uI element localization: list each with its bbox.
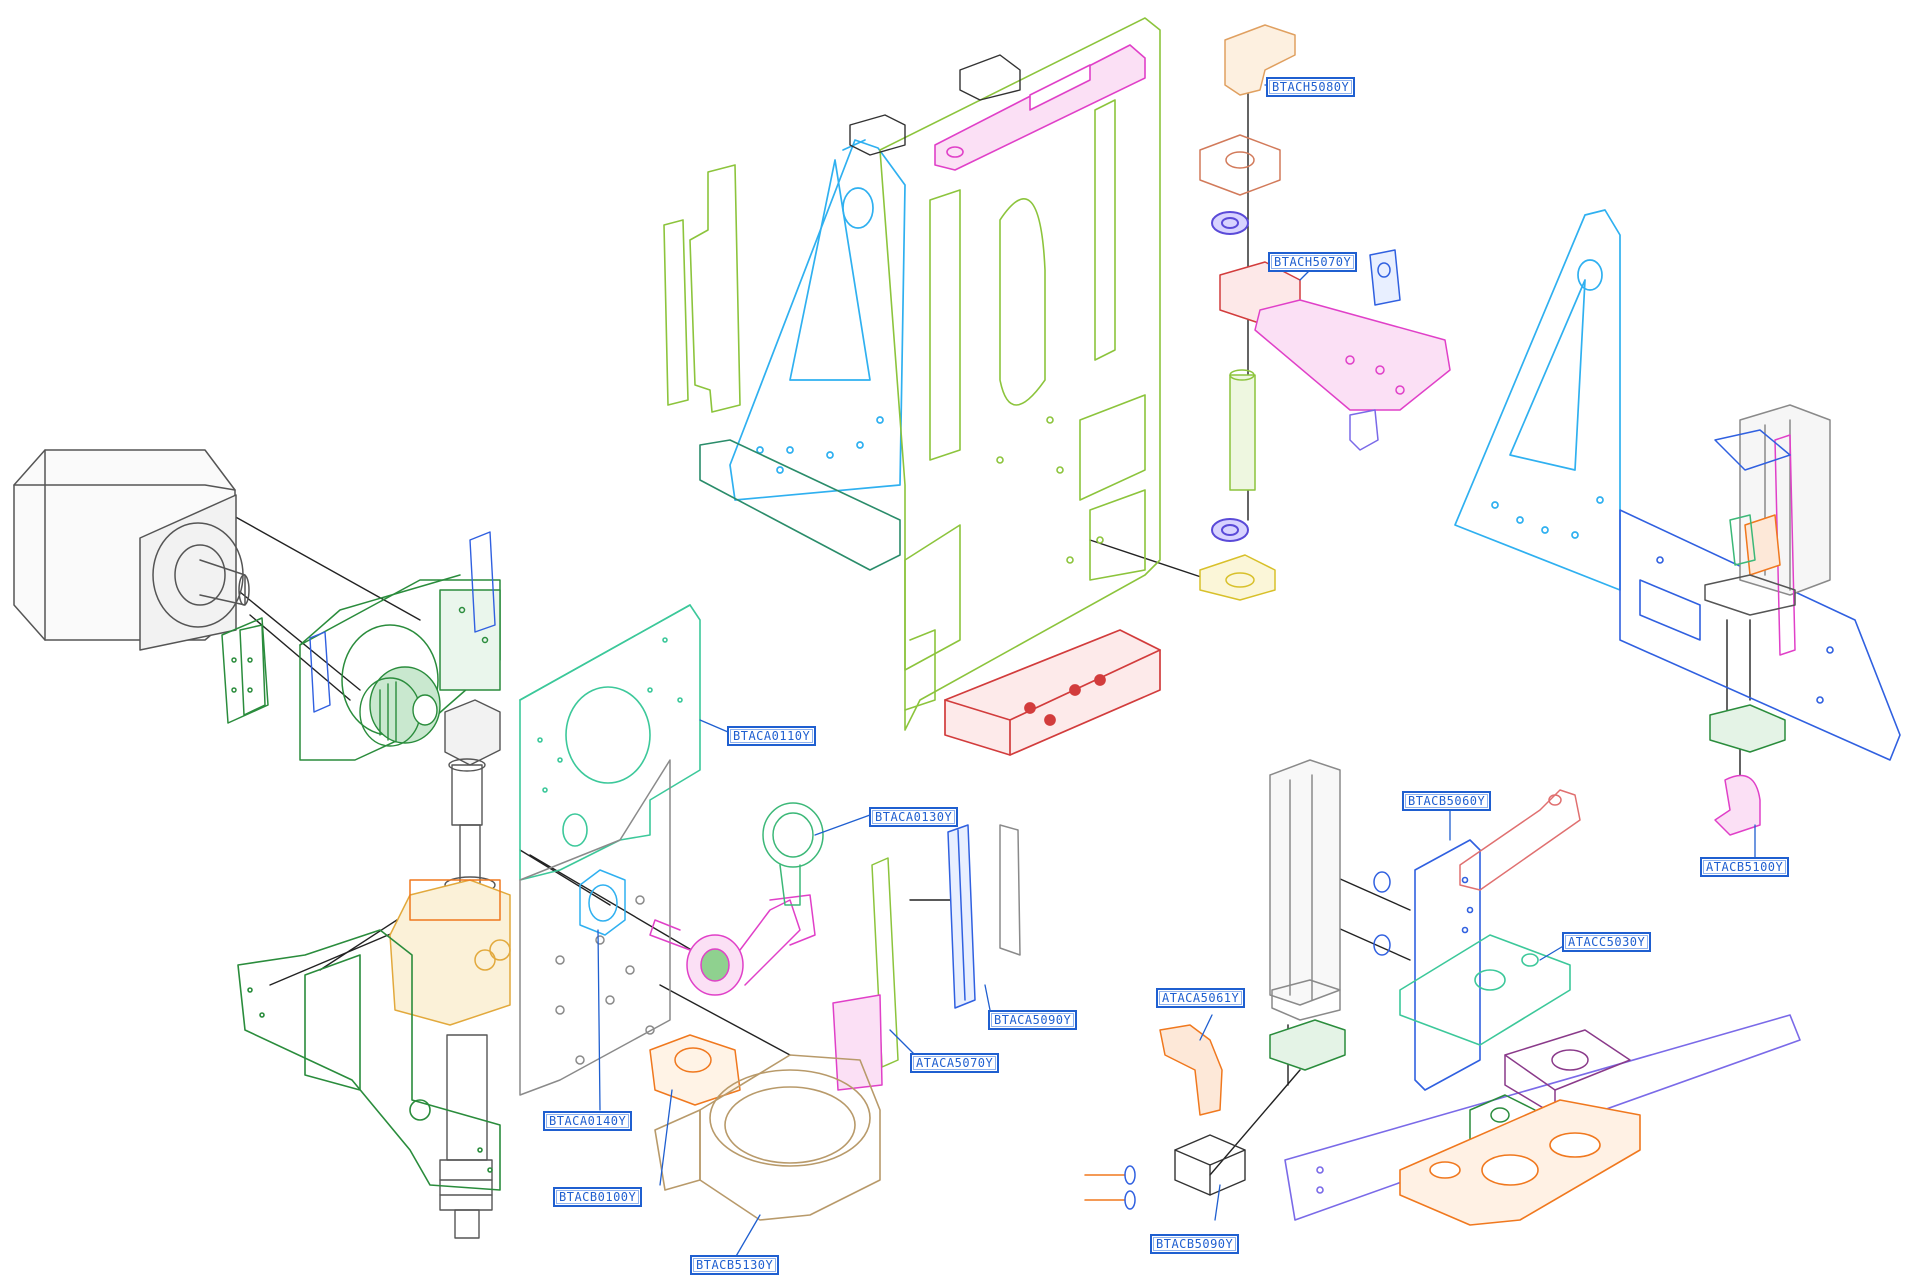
- blue-bearing: [579, 869, 626, 936]
- gear-pulley: [359, 666, 441, 747]
- right-green-block: [1709, 704, 1786, 753]
- gray-clamp-block: [1174, 1134, 1246, 1196]
- grey-thin-bracket: [999, 824, 1021, 956]
- callout-btaca0130y: BTACA0130Y: [869, 807, 959, 827]
- red-base-block: [944, 629, 1161, 756]
- callout-btaca0140y: BTACA0140Y: [543, 1111, 633, 1131]
- green-slider-block: [1269, 1019, 1346, 1071]
- blue-rail-vertical: [947, 824, 976, 1009]
- left-olive-vertical-bracket: [663, 164, 741, 413]
- right-grey-bracket: [1704, 574, 1796, 616]
- orange-bolts: [1084, 1165, 1136, 1210]
- blue-vertical-plate: [1414, 839, 1481, 1091]
- stack-bearings: [1211, 211, 1249, 542]
- top-black-blocks: [849, 54, 1021, 156]
- green-ring-bracket: [762, 802, 824, 906]
- top-cyan-triangle-frame: [729, 139, 906, 501]
- salmon-bracket-arm: [1459, 789, 1581, 891]
- top-olive-plate: [879, 17, 1161, 731]
- left-rail-plate: [237, 929, 501, 1191]
- callout-leaders: [597, 84, 1756, 1259]
- stack-magenta-plate: [1254, 299, 1451, 411]
- right-blue-top-plate: [1714, 429, 1791, 471]
- top-magenta-rail: [934, 44, 1146, 171]
- callout-ataca5070y: ATACA5070Y: [910, 1053, 1000, 1073]
- tan-octagon-ring: [654, 1054, 881, 1221]
- linear-actuator-column: [1269, 759, 1341, 1021]
- callout-btacb5090y: BTACB5090Y: [1150, 1234, 1240, 1254]
- blue-washers: [1373, 871, 1391, 956]
- right-magenta-strip: [1774, 434, 1796, 656]
- orange-base-plate: [1399, 1099, 1641, 1226]
- right-orange-slider: [1729, 514, 1781, 576]
- stack-blue-sensor: [1369, 249, 1401, 306]
- stack-yellow-clamp: [1199, 554, 1276, 601]
- callout-btach5070y: BTACH5070Y: [1268, 252, 1358, 272]
- callout-btacb5060y: BTACB5060Y: [1402, 791, 1492, 811]
- callout-btacb5130y: BTACB5130Y: [690, 1255, 780, 1275]
- right-cyan-triangle-frame: [1454, 209, 1621, 591]
- lower-grey-plate: [519, 759, 671, 1096]
- blue-posts: [309, 531, 496, 713]
- mint-top-bracket: [1399, 934, 1571, 1046]
- right-blue-rail: [1619, 509, 1901, 761]
- callout-atacb5100y: ATACB5100Y: [1700, 857, 1790, 877]
- callout-btacb0100y: BTACB0100Y: [553, 1187, 643, 1207]
- main-mint-plate: [519, 604, 701, 881]
- stack-olive-shaft: [1229, 369, 1256, 491]
- spindle-housing: [389, 879, 511, 1026]
- stack-upper-block: [1199, 134, 1281, 196]
- motor-bracket-plates: [221, 617, 269, 724]
- right-magenta-hook: [1714, 774, 1761, 836]
- stack-top-bracket: [1224, 24, 1296, 96]
- tan-block: [649, 1034, 741, 1106]
- callout-btaca5090y: BTACA5090Y: [988, 1010, 1078, 1030]
- stack-violet-tip: [1349, 409, 1379, 451]
- callout-btaca0110y: BTACA0110Y: [727, 726, 817, 746]
- callout-atacc5030y: ATACC5030Y: [1562, 932, 1652, 952]
- orange-l-bracket: [1159, 1024, 1223, 1116]
- servo-motor: [13, 449, 250, 651]
- teal-base-strip: [699, 439, 901, 571]
- pink-link-arm: [649, 894, 816, 996]
- callout-btach5080y: BTACH5080Y: [1266, 77, 1356, 97]
- magenta-small-plate: [832, 994, 883, 1091]
- callout-ataca5061y: ATACA5061Y: [1156, 988, 1246, 1008]
